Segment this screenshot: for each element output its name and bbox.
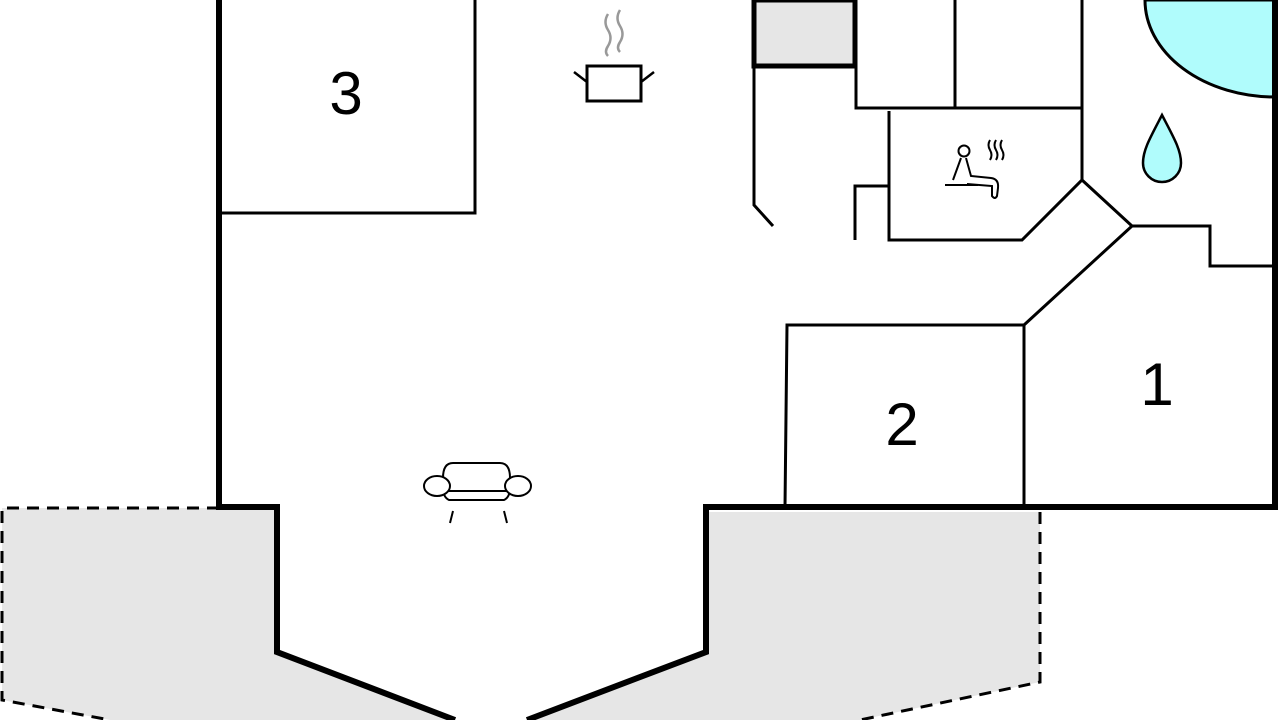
- interior-walls: [219, 0, 1275, 508]
- room-label-1: 1: [1140, 351, 1173, 418]
- terrace-right: [527, 512, 1040, 720]
- sofa-icon: [423, 462, 532, 524]
- cooking-pot-icon: [573, 9, 655, 103]
- terrace-left: [2, 507, 455, 720]
- pool: [1143, 0, 1277, 99]
- storage-room: [751, 0, 858, 69]
- exterior-wall-right: [525, 0, 1278, 720]
- terrace-left-border: [0, 506, 219, 720]
- room-label-3: 3: [329, 60, 362, 127]
- terrace-right-border: [859, 512, 1042, 720]
- sauna-icon: [945, 139, 1005, 199]
- water-drop-icon: [1141, 112, 1183, 184]
- room-label-2: 2: [885, 391, 918, 458]
- exterior-wall-left: [216, 0, 457, 720]
